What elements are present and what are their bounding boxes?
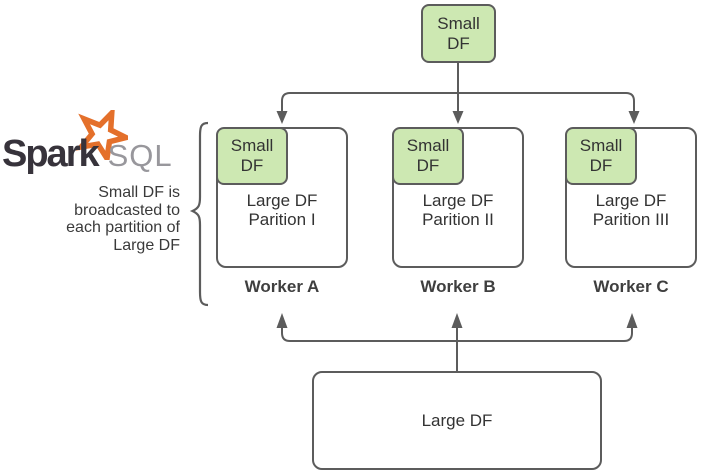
arrowhead-down-worker-b: [452, 111, 464, 124]
chip-label-line2: DF: [416, 156, 440, 175]
chip-label-line1: Small: [406, 136, 450, 155]
large-df-box: Large DF: [312, 371, 602, 470]
chip-label-line1: Small: [230, 136, 274, 155]
bottom-branch-line: [281, 328, 633, 342]
worker-c-partition-label: Large DF Parition III: [567, 191, 695, 229]
worker-b-small-df-chip: Small DF: [392, 127, 464, 185]
spark-wordmark: Spark: [2, 133, 100, 175]
arrowhead-down-worker-a: [276, 111, 288, 124]
annotation-line: Small DF is: [98, 184, 180, 201]
large-df-label: Large DF: [421, 410, 493, 430]
sql-wordmark: SQL: [107, 138, 173, 173]
worker-c-box: Small DF Large DF Parition III: [565, 127, 697, 268]
chip-label-line2: DF: [589, 156, 613, 175]
small-df-source-box: Small DF: [421, 4, 496, 63]
partition-line2: Parition III: [592, 210, 670, 229]
worker-c-small-df-chip: Small DF: [565, 127, 637, 185]
partition-line1: Large DF: [595, 191, 667, 210]
arrowhead-up-worker-a: [276, 313, 288, 328]
chip-label-line1: Small: [579, 136, 623, 155]
arrowhead-up-worker-c: [626, 313, 638, 328]
broadcast-annotation: Small DF is broadcasted to each partitio…: [10, 184, 180, 254]
partition-line1: Large DF: [246, 191, 318, 210]
worker-a-label: Worker A: [244, 277, 320, 296]
annotation-line: broadcasted to: [74, 201, 180, 219]
arrowhead-down-worker-c: [628, 111, 640, 124]
top-branch-line: [281, 92, 635, 112]
worker-a-box: Small DF Large DF Parition I: [216, 127, 348, 268]
chip-label-line2: DF: [240, 156, 264, 175]
partition-line2: Parition I: [248, 210, 316, 229]
worker-b-partition-label: Large DF Parition II: [394, 191, 522, 229]
worker-b-label: Worker B: [420, 277, 496, 296]
annotation-line: Large DF: [113, 236, 180, 254]
worker-a-small-df-chip: Small DF: [216, 127, 288, 185]
small-df-source-label-line1: Small: [437, 13, 480, 33]
partition-line2: Parition II: [422, 210, 494, 229]
brace: [189, 121, 209, 307]
worker-a-partition-label: Large DF Parition I: [218, 191, 346, 229]
partition-line1: Large DF: [422, 191, 494, 210]
worker-b-box: Small DF Large DF Parition II: [392, 127, 524, 268]
annotation-line: each partition of: [66, 219, 180, 236]
small-df-source-label-line2: DF: [447, 33, 470, 53]
spark-sql-logo: Spark SQL: [2, 110, 173, 176]
arrowhead-up-worker-b: [451, 313, 463, 328]
spark-star-icon: [76, 110, 128, 160]
worker-c-label: Worker C: [593, 277, 669, 296]
